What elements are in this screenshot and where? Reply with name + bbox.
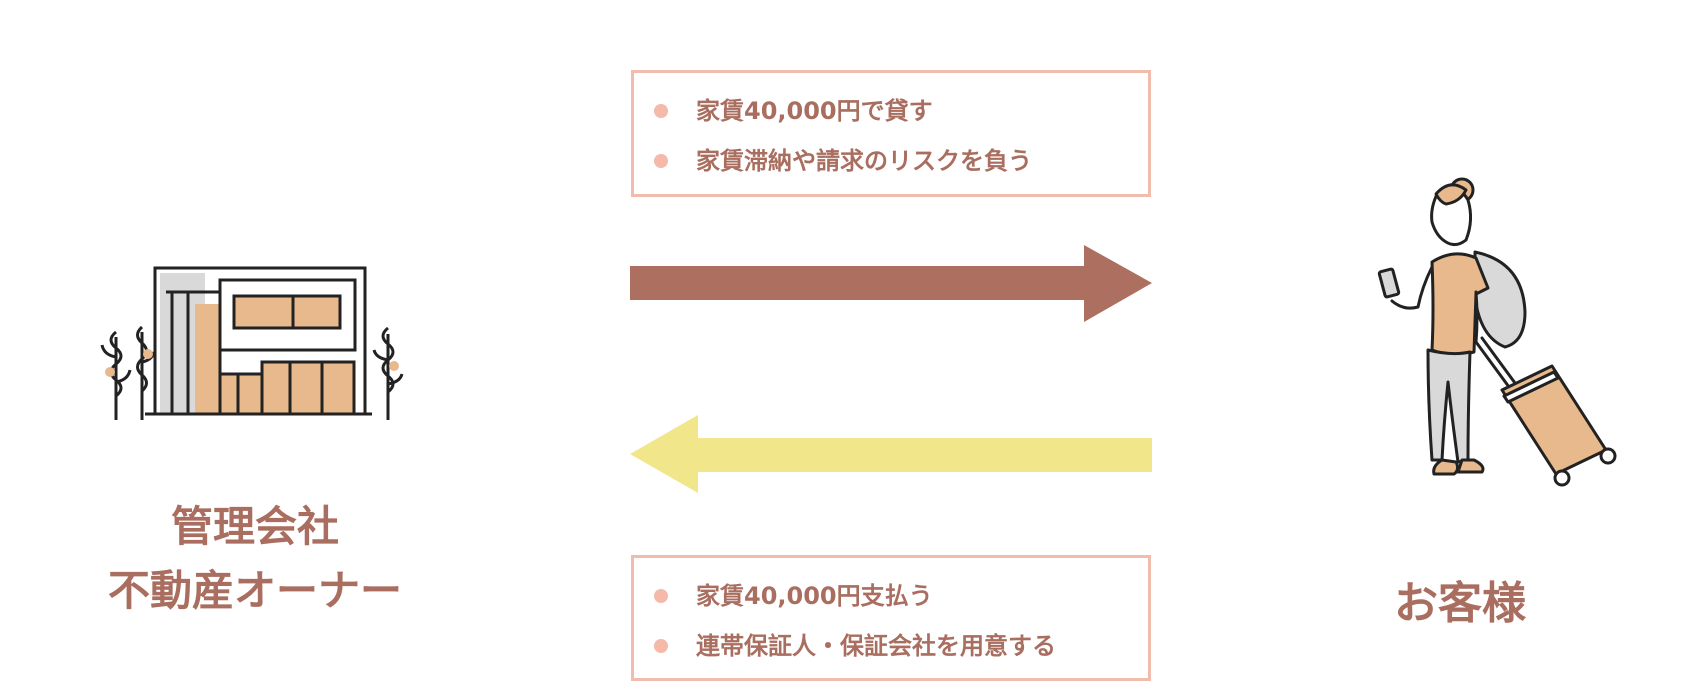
arrow-left-icon: [630, 415, 1152, 493]
bullet-dot: [654, 154, 668, 168]
top-info-box: 家賃40,000円で貸す 家賃滞納や請求のリスクを負う: [631, 70, 1151, 197]
bullet-dot: [654, 104, 668, 118]
bullet-dot: [654, 589, 668, 603]
bottom-item-1: 家賃40,000円支払う: [696, 582, 933, 610]
left-party-label: 管理会社 不動産オーナー: [100, 495, 410, 623]
bullet-dot: [654, 639, 668, 653]
bottom-item-2: 連帯保証人・保証会社を用意する: [696, 632, 1056, 660]
top-item-2: 家賃滞納や請求のリスクを負う: [696, 147, 1032, 175]
top-item-1: 家賃40,000円で貸す: [696, 97, 933, 125]
right-party-label: お客様: [1394, 578, 1526, 629]
building-with-trees-icon: [100, 266, 404, 420]
bottom-info-box: 家賃40,000円支払う 連帯保証人・保証会社を用意する: [631, 555, 1151, 681]
arrow-right-icon: [630, 245, 1152, 322]
left-party-line1: 管理会社: [170, 502, 339, 551]
traveler-with-suitcase-icon: [1377, 177, 1617, 487]
left-party-line2: 不動産オーナー: [107, 566, 402, 615]
